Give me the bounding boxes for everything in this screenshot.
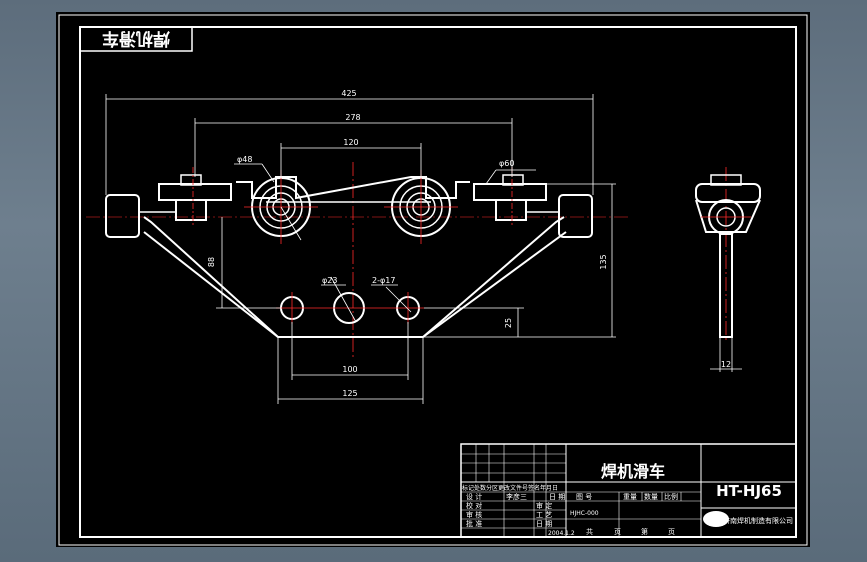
svg-text:重量: 重量 [623,493,637,501]
dim-88 [216,217,281,309]
company-name: 济南焊机制造有限公司 [723,516,793,525]
left-large-wheel [244,170,318,244]
dim-phi17-label: 2-φ17 [372,276,395,285]
right-end-roller [558,194,593,238]
svg-text:第: 第 [641,527,648,536]
dim-278-label: 278 [345,113,360,122]
dim-88-label: 88 [207,257,216,267]
left-leg-inner [143,231,279,338]
svg-text:页: 页 [668,528,675,536]
part-code: HJHC-000 [570,510,599,517]
top-plate [236,176,470,200]
svg-text:李彦三: 李彦三 [506,492,527,501]
company-logo-icon [703,511,729,527]
side-view: 12 [695,167,761,372]
title-block: 标记处数分区更改文件号签名年月日 设 计 李彦三 日 期 校 对 审 定 审 核… [460,443,797,538]
dim-120 [280,143,422,178]
svg-text:日 期: 日 期 [549,493,565,501]
outer-frame [58,14,808,546]
dim-120-label: 120 [343,138,358,147]
dim-135-label: 135 [599,254,608,269]
right-leg-inner [422,231,567,338]
cad-drawing: 焊机滑车 [58,14,808,546]
drawing-number: HT-HJ65 [716,482,782,500]
dim-phi23-label: φ23 [322,276,337,285]
svg-text:数量: 数量 [644,492,658,501]
part-name: 焊机滑车 [601,462,665,481]
drawing-viewport[interactable]: 焊机滑车 [56,12,810,547]
bottom-holes [276,276,424,324]
dim-278 [194,118,513,177]
svg-text:2004.1.2: 2004.1.2 [548,530,575,537]
svg-text:比例: 比例 [664,492,678,501]
dim-25 [424,307,524,337]
svg-text:页: 页 [614,528,621,536]
dim-125 [277,337,424,404]
svg-text:共: 共 [586,527,593,536]
dim-phi60-label: φ60 [499,159,514,168]
svg-text:审 核: 审 核 [466,510,482,519]
right-top-housing [473,183,547,201]
dim-135 [423,183,616,338]
dim-12-label: 12 [721,360,731,369]
revision-header: 标记处数分区更改文件号签名年月日 [462,484,558,492]
right-large-wheel [384,170,458,244]
dim-100-label: 100 [342,365,357,374]
dim-100 [291,322,409,380]
top-left-label-box: 焊机滑车 [79,26,193,52]
svg-text:图 号: 图 号 [576,493,592,501]
dim-425-label: 425 [341,89,356,98]
svg-text:校 对: 校 对 [466,501,482,510]
dim-25-label: 25 [504,318,513,328]
svg-text:审 定: 审 定 [536,501,552,510]
inner-frame [79,26,797,538]
svg-text:日 期: 日 期 [536,520,552,528]
svg-text:设 计: 设 计 [466,492,482,501]
front-view: 425 278 120 φ48 φ60 88 [86,89,631,404]
dim-phi48-label: φ48 [237,155,252,164]
body-outline [143,216,565,338]
dim-125-label: 125 [342,389,357,398]
dim-425 [105,94,594,195]
flipped-title: 焊机滑车 [102,28,170,49]
svg-text:批 准: 批 准 [466,519,482,528]
svg-text:工 艺: 工 艺 [536,511,552,519]
left-end-roller [105,194,140,238]
left-top-housing [158,183,232,201]
